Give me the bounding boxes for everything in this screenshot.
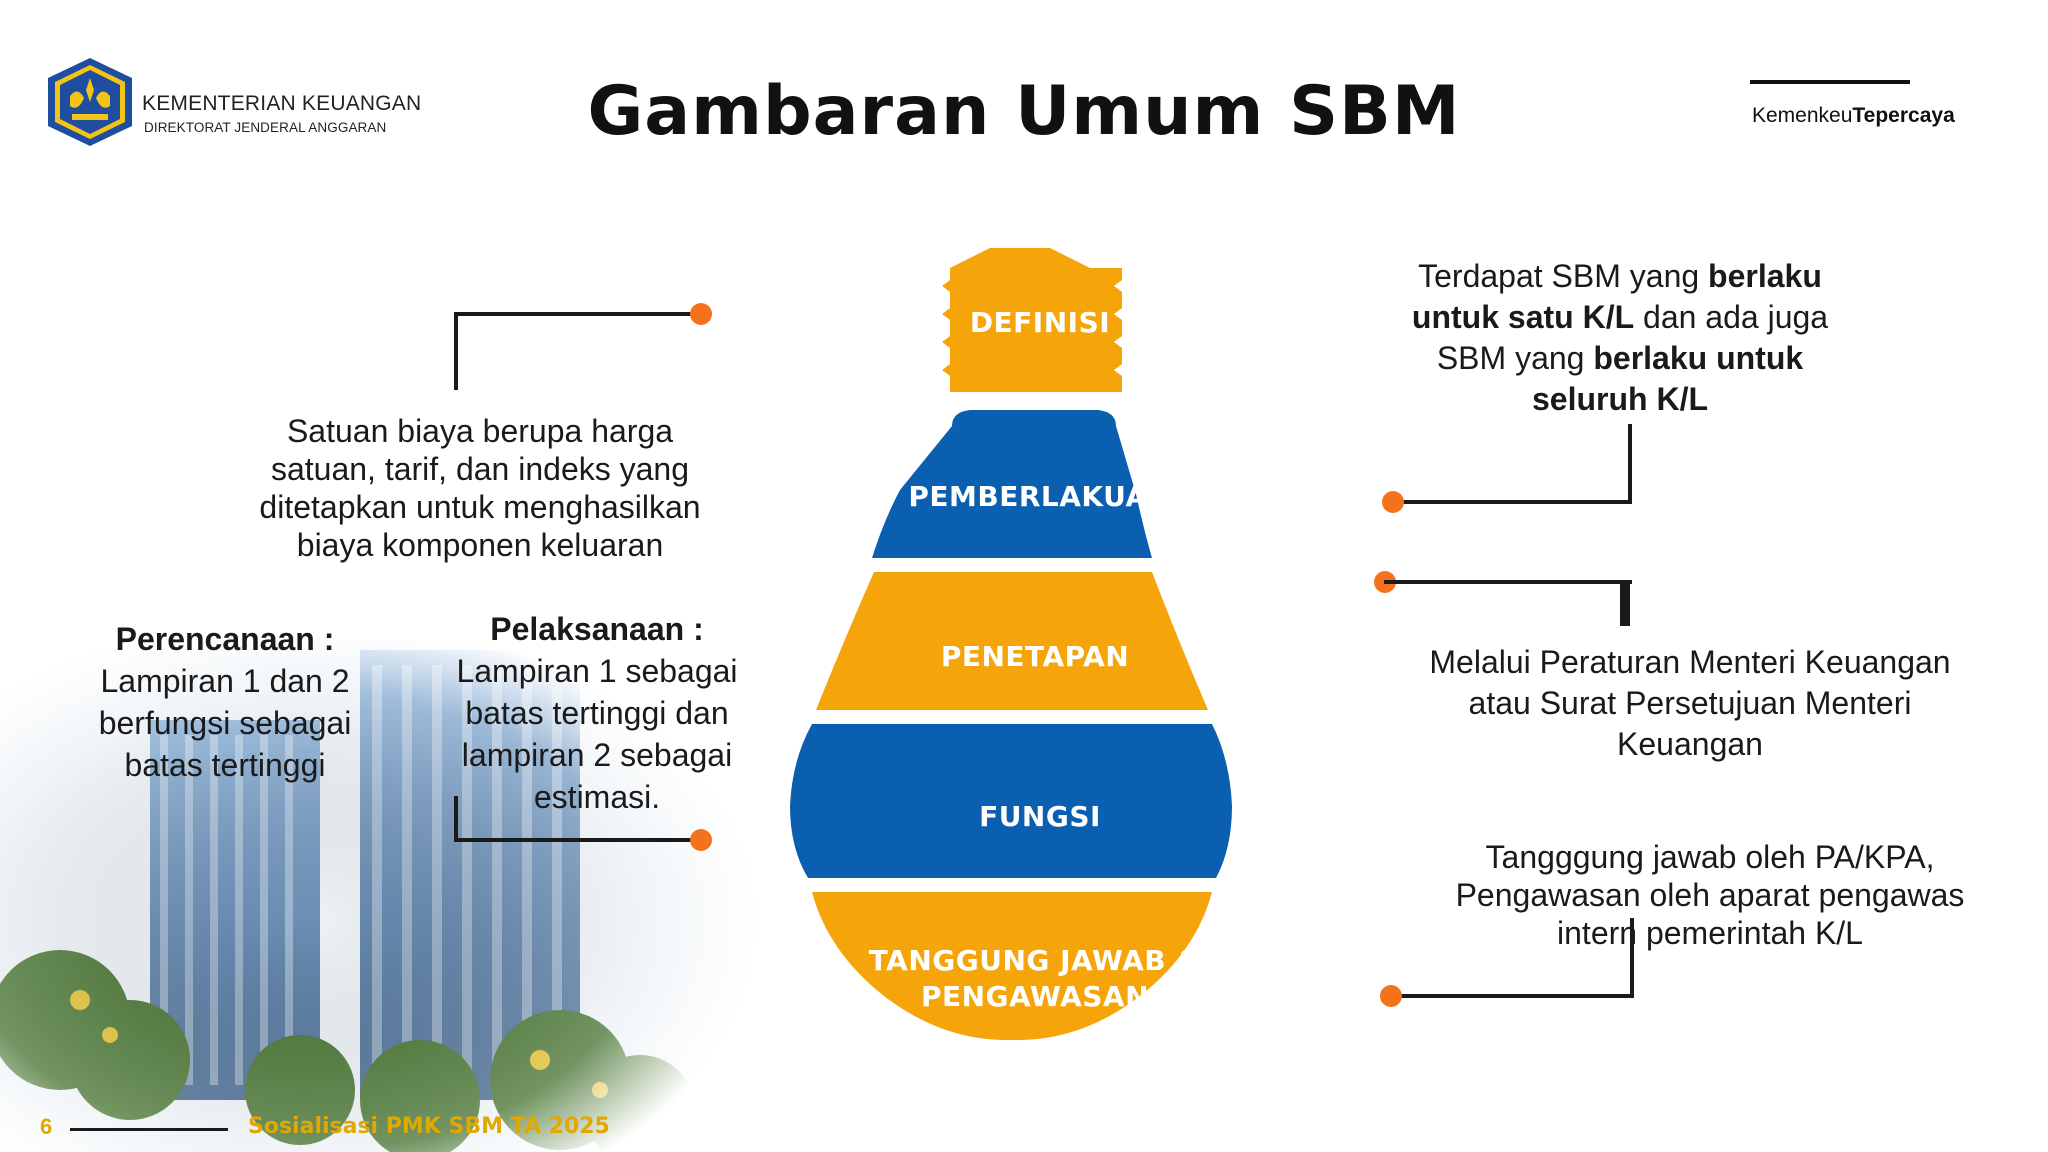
definisi-line: Satuan biaya berupa harga bbox=[286, 413, 674, 449]
org-subname: DIREKTORAT JENDERAL ANGGARAN bbox=[144, 120, 387, 135]
footer-rule bbox=[70, 1128, 228, 1131]
connector-penetapan-v bbox=[1620, 580, 1630, 626]
perencanaan-block: Perencanaan : Lampiran 1 dan 2 berfungsi… bbox=[60, 618, 390, 786]
text-span-bold: seluruh K/L bbox=[1531, 381, 1708, 417]
label-penetapan: PENETAPAN bbox=[940, 640, 1130, 673]
definisi-line: ditetapkan untuk menghasilkan bbox=[259, 489, 701, 525]
tagline-rule bbox=[1750, 80, 1910, 84]
text-span: SBM yang bbox=[1436, 340, 1594, 376]
perencanaan-line: berfungsi sebagai bbox=[98, 705, 352, 741]
definisi-line: satuan, tarif, dan indeks yang bbox=[270, 451, 690, 487]
page-number: 6 bbox=[40, 1114, 53, 1139]
penetapan-line: Melalui Peraturan Menteri Keuangan bbox=[1429, 644, 1951, 680]
tanggung-jawab-description: Tangggung jawab oleh PA/KPA, Pengawasan … bbox=[1410, 838, 2010, 952]
connector-dot-fungsi bbox=[690, 829, 712, 851]
tanggung-line: intern pemerintah K/L bbox=[1557, 915, 1863, 951]
footer-text: Sosialisasi PMK SBM TA 2025 bbox=[248, 1114, 610, 1139]
bulb-segment-fungsi bbox=[790, 724, 1232, 878]
connector-tanggung-h bbox=[1390, 994, 1634, 998]
connector-dot-tanggung bbox=[1380, 985, 1402, 1007]
text-span: Terdapat SBM yang bbox=[1418, 258, 1709, 294]
penetapan-description: Melalui Peraturan Menteri Keuangan atau … bbox=[1390, 642, 1990, 765]
pelaksanaan-line: estimasi. bbox=[533, 779, 661, 815]
perencanaan-line: Lampiran 1 dan 2 bbox=[100, 663, 350, 699]
text-span: dan ada juga bbox=[1634, 299, 1829, 335]
definisi-line: biaya komponen keluaran bbox=[296, 527, 664, 563]
pelaksanaan-line: Lampiran 1 sebagai bbox=[456, 653, 738, 689]
perencanaan-heading: Perencanaan : bbox=[115, 621, 335, 657]
text-span-bold: berlaku bbox=[1708, 258, 1822, 294]
label-tanggung-jawab-line2: PENGAWASAN bbox=[920, 980, 1150, 1013]
pemberlakuan-line1: Terdapat SBM yang berlaku bbox=[1340, 256, 1900, 297]
bulb-segment-tanggung bbox=[812, 892, 1212, 1041]
org-name: KEMENTERIAN KEUANGAN bbox=[142, 92, 422, 115]
connector-fungsi-h bbox=[454, 838, 700, 842]
ministry-logo-emblem bbox=[48, 58, 132, 146]
connector-pemberlakuan-h bbox=[1390, 500, 1632, 504]
pelaksanaan-block: Pelaksanaan : Lampiran 1 sebagai batas t… bbox=[432, 608, 762, 818]
connector-fungsi-v bbox=[454, 796, 458, 842]
connector-dot-pemberlakuan bbox=[1382, 491, 1404, 513]
connector-dot-definisi bbox=[690, 303, 712, 325]
pelaksanaan-heading: Pelaksanaan : bbox=[490, 611, 704, 647]
connector-definisi-h bbox=[454, 312, 700, 316]
text-span-bold: untuk satu K/L bbox=[1411, 299, 1635, 335]
connector-penetapan-h bbox=[1384, 580, 1632, 584]
page-title: Gambaran Umum SBM bbox=[587, 72, 1461, 151]
penetapan-line: atau Surat Persetujuan Menteri bbox=[1468, 685, 1912, 721]
building-photo bbox=[0, 640, 760, 1152]
connector-tanggung-v bbox=[1630, 918, 1634, 998]
tagline: KemenkeuTepercaya bbox=[1752, 104, 1955, 128]
pemberlakuan-line2: untuk satu K/L dan ada juga bbox=[1340, 297, 1900, 338]
connector-definisi-v bbox=[454, 312, 458, 390]
label-definisi: DEFINISI bbox=[969, 306, 1111, 339]
label-pemberlakuan: PEMBERLAKUAN bbox=[908, 480, 1172, 513]
bulb-cap-definisi bbox=[942, 248, 1122, 392]
tanggung-line: Pengawasan oleh aparat pengawas bbox=[1455, 877, 1965, 913]
label-fungsi: FUNGSI bbox=[979, 800, 1101, 833]
penetapan-line: Keuangan bbox=[1617, 726, 1763, 762]
tagline-prefix: Kemenkeu bbox=[1752, 104, 1853, 127]
pelaksanaan-line: batas tertinggi dan bbox=[465, 695, 729, 731]
bulb-segment-penetapan bbox=[816, 572, 1208, 710]
pemberlakuan-line4: seluruh K/L bbox=[1340, 379, 1900, 420]
pelaksanaan-line: lampiran 2 sebagai bbox=[461, 737, 733, 773]
bulb-segment-pemberlakuan bbox=[872, 410, 1152, 558]
label-tanggung-jawab-line1: TANGGUNG JAWAB & bbox=[868, 944, 1202, 977]
connector-pemberlakuan-v bbox=[1628, 424, 1632, 504]
bulb-diagram bbox=[790, 248, 1232, 1041]
perencanaan-line: batas tertinggi bbox=[124, 747, 326, 783]
definisi-description: Satuan biaya berupa harga satuan, tarif,… bbox=[200, 412, 760, 564]
tagline-bold: Tepercaya bbox=[1852, 104, 1955, 127]
pemberlakuan-description: Terdapat SBM yang berlaku untuk satu K/L… bbox=[1340, 256, 1900, 420]
tanggung-line: Tangggung jawab oleh PA/KPA, bbox=[1485, 839, 1935, 875]
text-span-bold: berlaku untuk bbox=[1593, 340, 1804, 376]
pemberlakuan-line3: SBM yang berlaku untuk bbox=[1340, 338, 1900, 379]
